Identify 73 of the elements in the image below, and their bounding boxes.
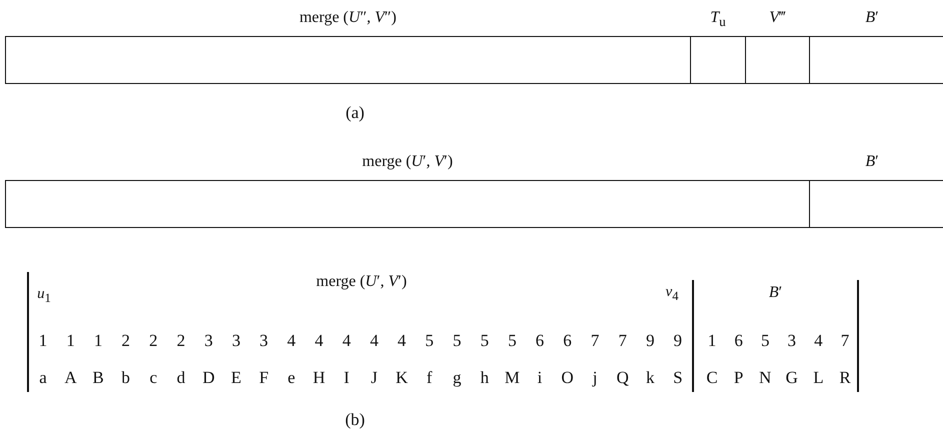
key-value: 2 xyxy=(122,331,130,351)
record-letter: I xyxy=(344,368,350,388)
key-value: 5 xyxy=(508,331,516,351)
record-letter: h xyxy=(480,368,489,388)
record-letter: D xyxy=(202,368,215,388)
segment-heading: B′ xyxy=(864,152,880,172)
key-value: 4 xyxy=(814,331,823,351)
key-value: 3 xyxy=(788,331,796,351)
array-section xyxy=(692,280,859,392)
key-value: 5 xyxy=(425,331,434,351)
record-letter: C xyxy=(706,368,718,388)
record-letter: a xyxy=(39,368,47,388)
segment-heading: merge (U′, V′) xyxy=(361,152,454,172)
key-value: 4 xyxy=(342,331,351,351)
key-value: 2 xyxy=(176,331,186,351)
key-value: 5 xyxy=(480,331,489,351)
record-letter: G xyxy=(786,368,798,388)
key-value: 5 xyxy=(452,331,462,351)
index-label: u$_{1}$ xyxy=(37,285,51,307)
figure-caption: (b) xyxy=(345,410,365,430)
record-letter: N xyxy=(759,368,772,388)
key-value: 6 xyxy=(734,331,743,351)
segment-heading: T$_{u}$ xyxy=(709,8,727,32)
record-letter: g xyxy=(452,368,462,388)
key-value: 3 xyxy=(260,331,268,351)
record-letter: K xyxy=(396,368,408,388)
record-letter: M xyxy=(504,368,520,388)
record-letter: B xyxy=(92,368,104,388)
record-letter: H xyxy=(312,368,326,388)
key-value: 6 xyxy=(563,331,572,351)
index-label: v$_{4}$ xyxy=(666,283,678,305)
record-letter: Q xyxy=(616,368,629,388)
record-letter: F xyxy=(259,368,269,388)
key-value: 1 xyxy=(708,331,716,351)
record-letter: d xyxy=(176,368,186,388)
record-letter: O xyxy=(561,368,574,388)
key-value: 6 xyxy=(536,331,544,351)
record-letter: e xyxy=(288,368,296,388)
record-letter: E xyxy=(231,368,242,388)
key-value: 1 xyxy=(94,331,102,351)
key-value: 7 xyxy=(840,331,850,351)
key-value: 9 xyxy=(646,331,654,351)
record-letter: b xyxy=(122,368,130,388)
record-letter: A xyxy=(64,368,77,388)
record-letter: R xyxy=(839,368,851,388)
key-value: 3 xyxy=(204,331,213,351)
key-value: 2 xyxy=(149,331,158,351)
record-letter: j xyxy=(592,368,598,388)
key-value: 9 xyxy=(674,331,682,351)
segment-heading: B′ xyxy=(864,8,880,28)
record-letter: S xyxy=(673,368,683,388)
key-value: 4 xyxy=(398,331,406,351)
section-heading: B′ xyxy=(768,283,784,303)
key-value: 4 xyxy=(370,331,378,351)
figure-caption: (a) xyxy=(346,103,364,123)
segment-heading: V‴ xyxy=(768,8,787,28)
record-letter: c xyxy=(150,368,158,388)
section-heading: merge (U′, V′) xyxy=(315,272,408,292)
record-letter: J xyxy=(370,368,378,388)
record-letter: k xyxy=(646,368,654,388)
key-value: 4 xyxy=(314,331,324,351)
key-value: 5 xyxy=(760,331,770,351)
key-value: 7 xyxy=(618,331,627,351)
key-value: 7 xyxy=(590,331,600,351)
key-value: 1 xyxy=(66,331,75,351)
record-letter: P xyxy=(734,368,744,388)
segment-heading: merge (U″, V″) xyxy=(298,8,398,28)
record-letter: f xyxy=(426,368,432,388)
key-value: 4 xyxy=(287,331,296,351)
record-letter: i xyxy=(537,368,542,388)
record-letter: L xyxy=(813,368,824,388)
key-value: 1 xyxy=(38,331,48,351)
key-value: 3 xyxy=(232,331,240,351)
